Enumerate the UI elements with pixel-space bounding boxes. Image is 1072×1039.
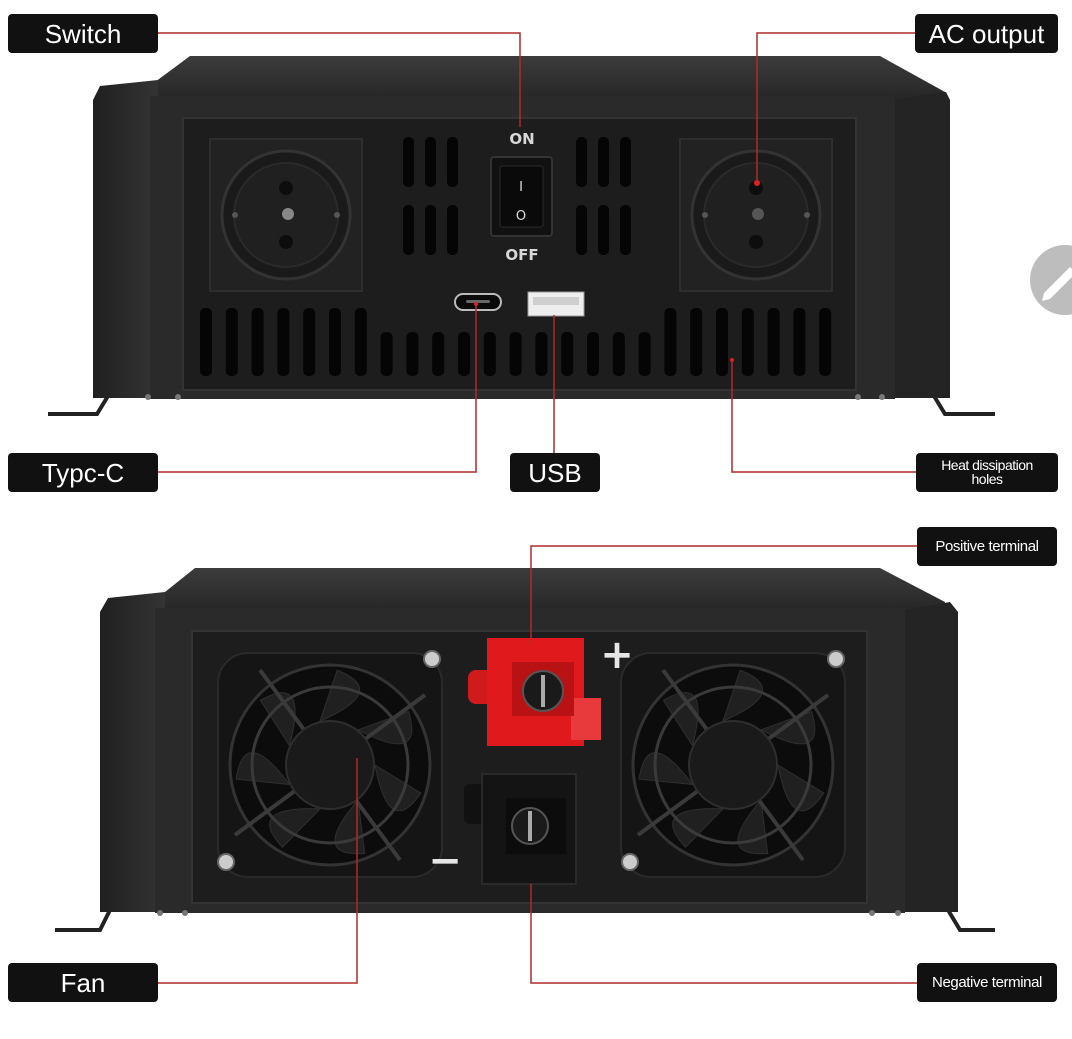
vent-slot <box>483 332 496 376</box>
side-block-right <box>888 92 950 398</box>
vent-slot <box>767 308 780 376</box>
switch-on-label: ON <box>509 130 534 148</box>
vent-slot <box>425 205 436 255</box>
usb-port <box>527 291 585 317</box>
heat-dissipation-holes <box>200 308 832 376</box>
vent-slot <box>576 137 587 187</box>
vent-slots-upper <box>403 137 631 255</box>
vent-slot <box>403 205 414 255</box>
leader-ac-output <box>756 32 915 183</box>
vent-slot <box>793 308 806 376</box>
vent-slot <box>432 332 445 376</box>
vent-slot <box>200 308 212 376</box>
label-usb: USB <box>510 453 600 492</box>
vent-slot <box>509 332 522 376</box>
leader-type-c <box>157 304 477 473</box>
label-ac-output: AC output <box>915 14 1058 53</box>
label-heat-dissipation-holes: Heat dissipation holes <box>916 453 1058 492</box>
mounting-foot-left <box>48 394 110 416</box>
leader-heat <box>731 360 916 473</box>
negative-terminal: − <box>428 773 577 885</box>
leader-dots <box>474 180 760 362</box>
side-block-left <box>93 80 160 398</box>
vent-slot <box>716 308 728 376</box>
heat-label-line-2: holes <box>971 470 1003 487</box>
vent-slot <box>664 308 677 376</box>
vent-slot <box>741 308 754 376</box>
label-positive-terminal: Positive terminal <box>917 527 1057 566</box>
mounting-foot-right <box>946 908 995 932</box>
vent-slot <box>638 332 651 376</box>
vent-slot <box>354 308 367 376</box>
vent-slot <box>587 332 599 376</box>
vent-slot <box>458 332 470 376</box>
rear-view-device: + − <box>55 568 995 932</box>
vent-slot <box>598 205 609 255</box>
plus-sign: + <box>600 632 634 678</box>
label-negative-terminal: Negative terminal <box>917 963 1057 1002</box>
vent-slot <box>535 332 548 376</box>
switch-rocker-off-mark: O <box>516 209 526 224</box>
cooling-fan-right <box>620 652 846 878</box>
vent-slot <box>598 137 609 187</box>
vent-slot <box>303 308 316 376</box>
label-fan: Fan <box>8 963 158 1002</box>
label-type-c: Typc-C <box>8 453 158 492</box>
vent-slot <box>612 332 625 376</box>
vent-slot <box>620 205 631 255</box>
vent-slot <box>425 137 436 187</box>
switch-rocker-on-mark: I <box>519 180 523 195</box>
switch-off-label: OFF <box>505 246 538 264</box>
vent-slot <box>380 332 393 376</box>
vent-slot <box>447 205 458 255</box>
vent-slot <box>561 332 574 376</box>
vent-slot <box>225 308 238 376</box>
positive-terminal: + <box>468 632 634 746</box>
vent-slot <box>690 308 703 376</box>
vent-slot <box>447 137 458 187</box>
edit-button[interactable] <box>1030 245 1072 315</box>
vent-slot <box>251 308 264 376</box>
mounting-foot-right <box>932 394 995 416</box>
vent-slot <box>620 137 631 187</box>
pencil-icon <box>1042 267 1072 301</box>
ac-socket-right <box>679 138 833 292</box>
vent-slot <box>277 308 290 376</box>
leader-positive <box>530 545 917 644</box>
leader-switch <box>158 32 521 127</box>
ac-socket-left <box>209 138 363 292</box>
minus-sign: − <box>428 838 462 884</box>
label-switch: Switch <box>8 14 158 53</box>
leader-fan <box>157 758 358 984</box>
vent-slot <box>406 332 419 376</box>
heat-label-line-1: Heat dissipation <box>941 457 1033 474</box>
vent-slot <box>819 308 832 376</box>
mounting-foot-left <box>55 909 112 932</box>
type-c-port <box>454 293 502 311</box>
leader-lines <box>157 32 917 984</box>
cooling-fan-left <box>217 652 443 878</box>
vent-slot <box>576 205 587 255</box>
power-switch: ON I O OFF <box>490 130 553 264</box>
vent-slot <box>329 308 341 376</box>
front-view-device: ON I O OFF <box>48 56 995 416</box>
vent-slot <box>403 137 414 187</box>
leader-negative <box>530 884 917 984</box>
panel-screws <box>217 650 845 871</box>
